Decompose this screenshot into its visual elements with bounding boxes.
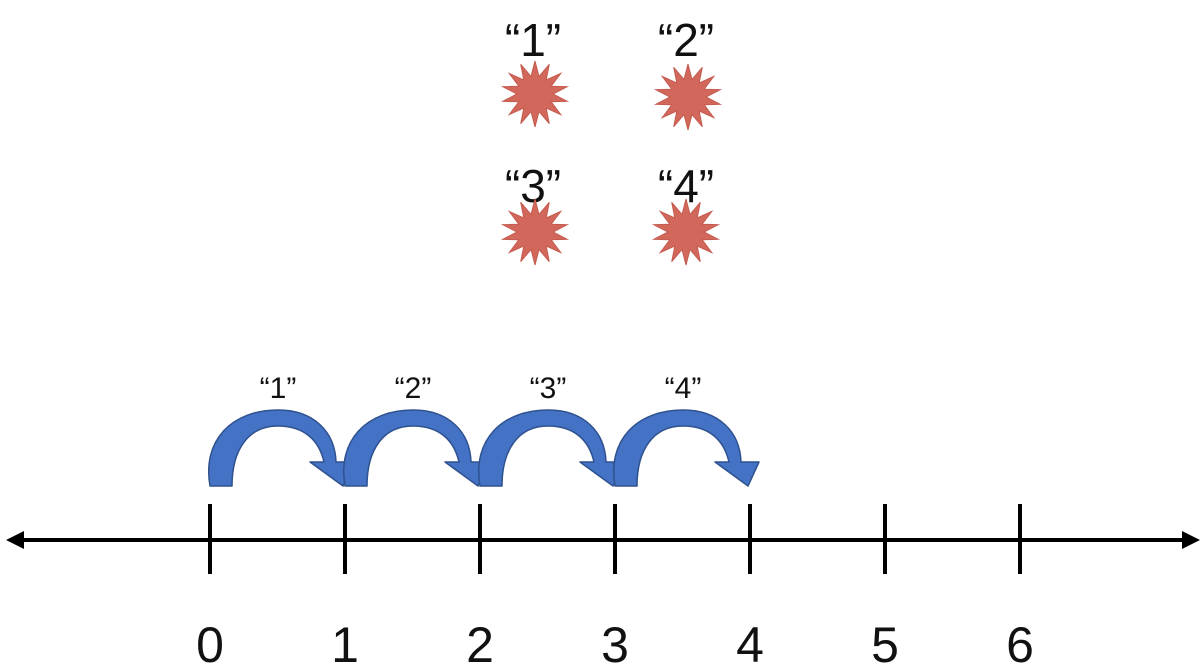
tick-label-2: 2: [466, 617, 494, 668]
tick-label-0: 0: [196, 617, 224, 668]
tick-label-6: 6: [1006, 617, 1034, 668]
count-label-3: “3”: [505, 160, 561, 212]
counting-group: “1” “2” “3” “4”: [500, 14, 723, 266]
hop-label-1: “1”: [260, 372, 297, 405]
tick-marks: [208, 504, 1022, 574]
tick-labels: 0 1 2 3 4 5 6: [196, 617, 1034, 668]
hop-arrow-1: “1”: [208, 372, 355, 487]
hop-label-3: “3”: [530, 372, 567, 405]
curved-arrow-icon: [613, 409, 760, 487]
right-arrowhead-icon: [1182, 531, 1200, 549]
hop-arrow-4: “4”: [613, 372, 760, 487]
curved-arrow-icon: [343, 409, 490, 487]
starburst-icon: [500, 198, 570, 266]
hop-arrow-2: “2”: [343, 372, 490, 487]
hop-arrows: “1” “2” “3” “4”: [208, 372, 760, 487]
count-item-3: “3”: [500, 160, 570, 266]
count-item-1: “1”: [500, 14, 570, 128]
number-line: 0 1 2 3 4 5 6: [6, 504, 1200, 668]
tick-label-4: 4: [736, 617, 764, 668]
starburst-icon: [651, 198, 721, 266]
tick-label-5: 5: [871, 617, 899, 668]
tick-label-3: 3: [601, 617, 629, 668]
starburst-icon: [653, 63, 723, 131]
tick-label-1: 1: [331, 617, 359, 668]
hop-arrow-3: “3”: [478, 372, 625, 487]
count-label-1: “1”: [505, 14, 561, 66]
curved-arrow-icon: [478, 409, 625, 487]
starburst-icon: [500, 60, 570, 128]
count-label-2: “2”: [658, 14, 714, 66]
count-item-2: “2”: [653, 14, 723, 131]
curved-arrow-icon: [208, 409, 355, 487]
count-item-4: “4”: [651, 160, 721, 266]
left-arrowhead-icon: [6, 531, 24, 549]
hop-label-2: “2”: [395, 372, 432, 405]
hop-label-4: “4”: [665, 372, 702, 405]
